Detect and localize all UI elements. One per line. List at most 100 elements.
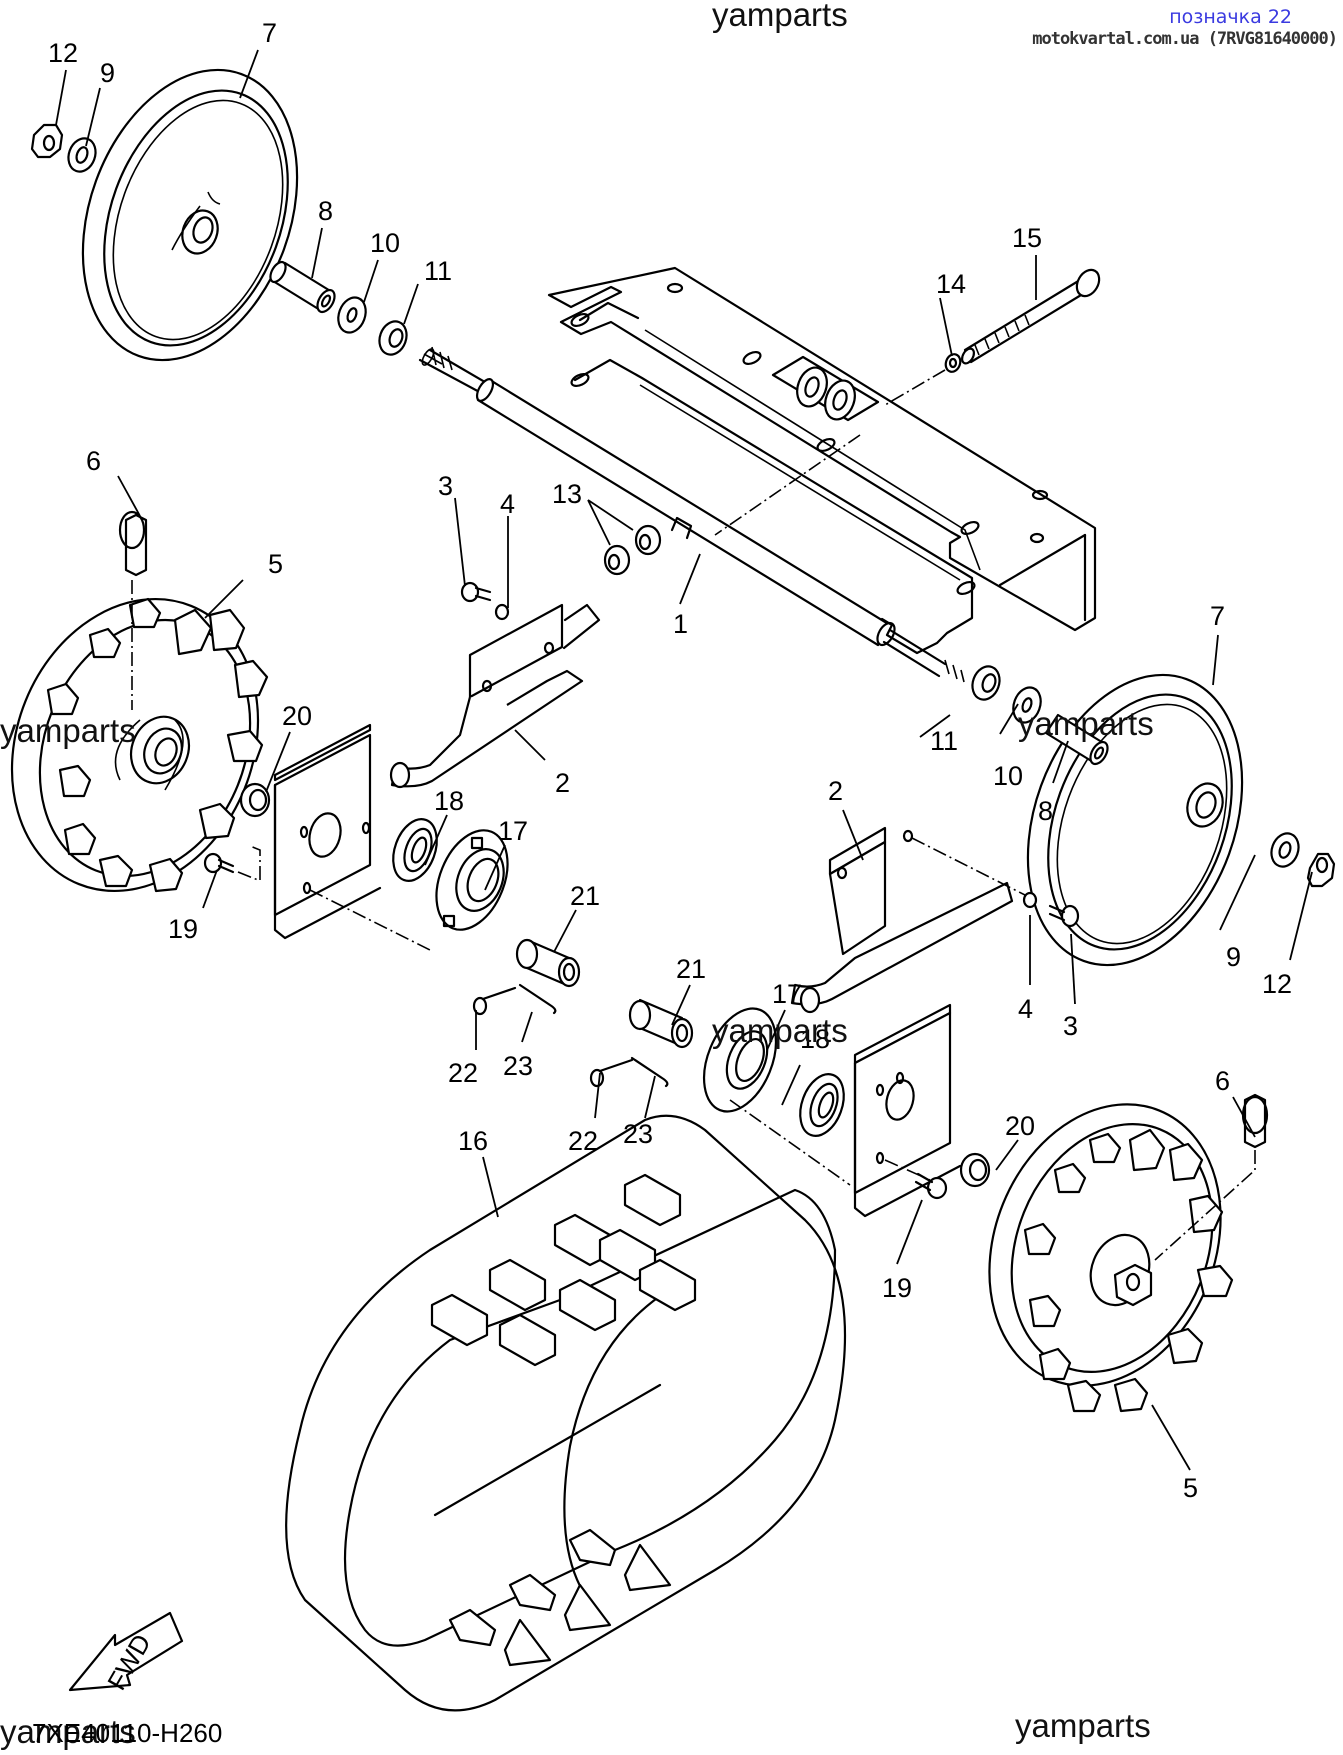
axle-shaft[interactable] (418, 346, 965, 683)
plate-left-axis (309, 889, 431, 951)
sprocket-wheel-right[interactable] (949, 1069, 1262, 1420)
washer-4-right[interactable] (1022, 891, 1038, 909)
pin-22-right[interactable] (589, 1058, 634, 1088)
watermarks: yamparts yamparts yamparts yamparts yamp… (0, 0, 1154, 1750)
bearing-18-right[interactable] (792, 1068, 851, 1142)
mounting-frame[interactable] (547, 266, 1097, 655)
lock-pin-left[interactable] (118, 510, 148, 577)
washer-14[interactable] (943, 352, 962, 374)
flange-housing-17-left[interactable] (423, 820, 521, 940)
callout-7: 7 (1210, 601, 1225, 631)
flange-housing-17-right[interactable] (690, 998, 790, 1122)
callout-2: 2 (555, 768, 570, 798)
callout-19: 19 (168, 914, 198, 944)
source-line: motokvartal.com.ua (7RVG81640000) (1032, 28, 1338, 49)
reference-header: позначка 22 motokvartal.com.ua (7RVG8164… (1032, 6, 1338, 49)
washer-top-left-9[interactable] (64, 135, 100, 176)
callout-18: 18 (800, 1024, 830, 1054)
callout-19: 19 (882, 1273, 912, 1303)
frame-to-shaft-line (714, 434, 861, 536)
callout-1: 1 (673, 609, 688, 639)
sprocket-wheel-left[interactable] (0, 562, 301, 929)
callout-7: 7 (262, 18, 277, 48)
callout-10: 10 (370, 228, 400, 258)
callout-16: 16 (458, 1126, 488, 1156)
drive-track-belt[interactable] (285, 1114, 847, 1712)
bolt-19-left[interactable] (203, 852, 235, 874)
bolt-15[interactable] (960, 266, 1104, 366)
callout-20: 20 (282, 701, 312, 731)
track-lugs-top (430, 1173, 697, 1367)
collar-11-top[interactable] (375, 318, 411, 359)
bolt-3-right[interactable] (1048, 904, 1080, 928)
cotter-pin-23-right[interactable] (630, 1056, 669, 1088)
bolt-3-left[interactable] (460, 581, 492, 603)
reference-label: позначка 22 (1169, 6, 1292, 28)
callout-6: 6 (86, 446, 101, 476)
watermark-bottom-right: yamparts (1015, 1707, 1151, 1744)
callout-8: 8 (1038, 796, 1053, 826)
callout-4: 4 (1018, 994, 1033, 1024)
washer-9-right[interactable] (1267, 830, 1303, 871)
watermark-top: yamparts (712, 0, 848, 33)
bolt-19-right[interactable] (914, 1172, 948, 1200)
callout-12: 12 (1262, 969, 1292, 999)
washer-4-left[interactable] (494, 603, 510, 621)
bushing-21-left[interactable] (515, 938, 581, 988)
washer-10-right[interactable] (1009, 684, 1046, 727)
callout-11: 11 (424, 256, 452, 286)
bearing-plate-right[interactable] (853, 1003, 962, 1218)
callout-17: 17 (498, 816, 528, 846)
callout-5: 5 (1183, 1473, 1198, 1503)
collar-8-right[interactable] (1044, 713, 1111, 767)
watermark-left: yamparts (0, 712, 136, 749)
watermark-bottom-left: yamparts (0, 1713, 136, 1750)
nut-top-left[interactable] (30, 123, 64, 159)
callout-labels: 12 9 7 8 10 11 14 15 13 1 6 3 4 5 20 2 1… (48, 18, 1292, 1503)
bolt-19-left-line (237, 845, 261, 881)
callout-13: 13 (552, 479, 582, 509)
lock-pin-right[interactable] (1241, 1093, 1269, 1149)
collar-8-top[interactable] (267, 259, 338, 314)
flange-right-axis (729, 1099, 851, 1186)
callout-23: 23 (623, 1119, 653, 1149)
callout-3: 3 (438, 471, 453, 501)
callout-20: 20 (1005, 1111, 1035, 1141)
bearing-18-left[interactable] (385, 813, 444, 887)
callout-11: 11 (930, 726, 958, 756)
leader-lines (55, 49, 1313, 1471)
callout-14: 14 (936, 269, 966, 299)
callout-4: 4 (500, 489, 515, 519)
shaft-bracket-tab (670, 516, 693, 540)
callout-23: 23 (503, 1051, 533, 1081)
callout-17: 17 (772, 979, 802, 1009)
cotter-pin-23-left[interactable] (518, 983, 557, 1015)
slide-bracket-2-right[interactable] (790, 826, 1014, 1014)
callout-5: 5 (268, 549, 283, 579)
nut-13-a[interactable] (603, 544, 631, 576)
callout-10: 10 (993, 761, 1023, 791)
nut-12-right[interactable] (1306, 852, 1336, 888)
watermark-right: yamparts (1018, 705, 1154, 742)
bushing-21-right[interactable] (628, 998, 694, 1049)
nut-13-b[interactable] (634, 524, 662, 556)
callout-21: 21 (676, 954, 706, 984)
collar-20-left[interactable] (239, 782, 271, 818)
callout-8: 8 (318, 196, 333, 226)
callout-9: 9 (1226, 942, 1241, 972)
pin-22-left[interactable] (472, 986, 517, 1016)
idler-wheel-top-left[interactable] (45, 40, 336, 390)
callout-22: 22 (448, 1058, 478, 1088)
callout-15: 15 (1012, 223, 1042, 253)
collar-20-right[interactable] (959, 1152, 991, 1188)
callout-12: 12 (48, 38, 78, 68)
bearing-plate-left[interactable] (273, 723, 382, 940)
diagram-code: 7XE40110-H260 (32, 1718, 222, 1748)
slide-bracket-2-left[interactable] (389, 603, 601, 789)
collar-11-right[interactable] (968, 663, 1004, 704)
callout-3: 3 (1063, 1011, 1078, 1041)
watermark-center: yamparts (712, 1012, 848, 1049)
washer-10-top[interactable] (334, 294, 371, 337)
plate-right-axis (884, 1159, 931, 1181)
